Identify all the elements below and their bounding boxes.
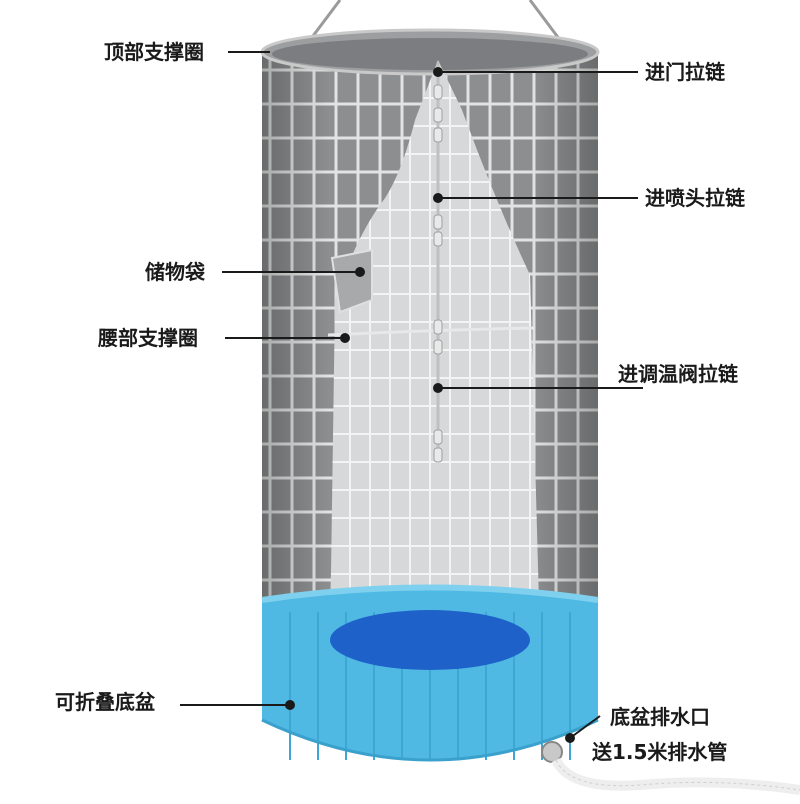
label-waist-support-ring: 腰部支撑圈 [98,326,198,350]
label-drain-outlet: 底盆排水口 [610,705,710,729]
waist-support-ring [327,326,536,337]
label-top-support-ring: 顶部支撑圈 [104,40,204,64]
folding-basin [261,584,599,762]
drain-hose [541,741,800,795]
hanging-straps [308,0,562,41]
label-shower-zipper: 进喷头拉链 [645,186,745,210]
storage-bag [330,248,373,314]
label-door-zipper: 进门拉链 [645,60,725,84]
label-valve-zipper: 进调温阀拉链 [618,362,738,386]
label-storage-bag: 储物袋 [145,260,205,284]
label-drain-pipe-note: 送1.5米排水管 [592,740,728,764]
leader-lines [180,51,643,743]
basin-floor [330,610,530,670]
label-folding-basin: 可折叠底盆 [55,690,155,714]
